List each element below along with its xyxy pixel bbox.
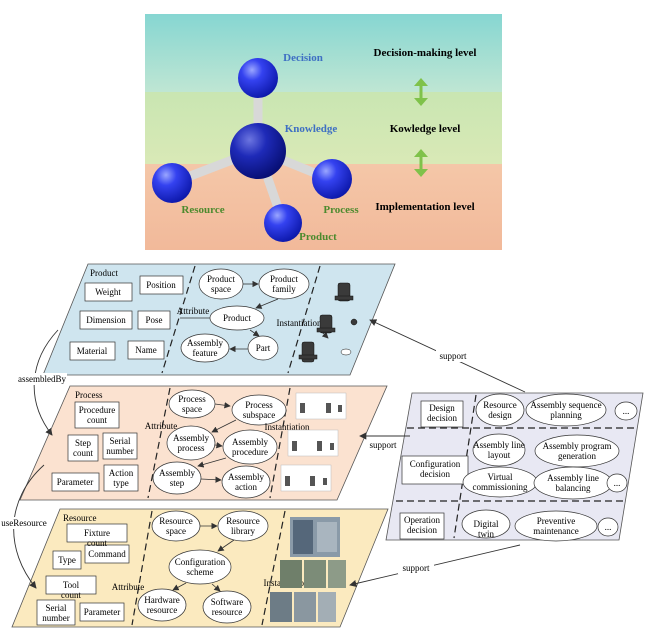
design-more: ...: [623, 406, 630, 416]
assembled-by-label: assembledBy: [18, 374, 66, 384]
operation-more: ...: [605, 522, 612, 532]
node-product: Product: [223, 313, 251, 323]
attr-name: Name: [135, 345, 157, 355]
resource-label: Resource: [181, 204, 224, 216]
use-resource-label: useResource: [1, 518, 46, 528]
attr-material: Material: [77, 346, 108, 356]
decision-making-level: Decision-making level: [374, 47, 477, 59]
level-panel: Decision Knowledge Resource Process Prod…: [145, 14, 502, 250]
knowledge-sphere: [230, 123, 286, 179]
support-label-product: support: [440, 351, 467, 361]
knowledge-label: Knowledge: [285, 123, 338, 135]
product-sphere: [264, 204, 302, 242]
decision-sphere: [238, 58, 278, 98]
product-instantiation-label: Instantiation: [277, 318, 322, 328]
attr-dimension: Dimension: [86, 315, 126, 325]
attr-position: Position: [146, 280, 176, 290]
process-title: Process: [75, 390, 103, 400]
process-instantiation-label: Instantiation: [265, 422, 310, 432]
product-attribute-label: Attribute: [177, 306, 210, 316]
process-attribute-label: Attribute: [145, 421, 178, 431]
resource-sphere: [152, 163, 192, 203]
product-layer: Product Weight Position Dimension Pose M…: [42, 263, 396, 376]
knowledge-level: Kowledge level: [390, 123, 461, 135]
node-part: Part: [256, 343, 271, 353]
attr-type: Type: [58, 555, 76, 565]
product-label: Product: [299, 231, 337, 243]
configuration-more: ...: [614, 478, 621, 488]
attr-parameter: Parameter: [57, 477, 93, 487]
attr-resource-parameter: Parameter: [84, 607, 120, 617]
product-part-images: [298, 282, 358, 363]
attr-command: Command: [88, 549, 126, 559]
process-sphere: [312, 159, 352, 199]
decision-label: Decision: [283, 52, 323, 64]
knowledge-band: [145, 92, 502, 164]
process-step-images: [280, 392, 347, 492]
support-label-process: support: [370, 440, 397, 450]
resource-attribute-label: Attribute: [112, 582, 145, 592]
level-arrows: [414, 78, 428, 177]
implementation-level: Implementation level: [375, 201, 474, 213]
resource-photos: [270, 517, 346, 622]
attr-weight: Weight: [95, 287, 121, 297]
support-label-resource: support: [403, 563, 430, 573]
product-title: Product: [90, 268, 118, 278]
decision-band: [145, 14, 502, 92]
process-label: Process: [323, 204, 359, 216]
resource-title: Resource: [63, 513, 97, 523]
attr-pose: Pose: [145, 315, 162, 325]
